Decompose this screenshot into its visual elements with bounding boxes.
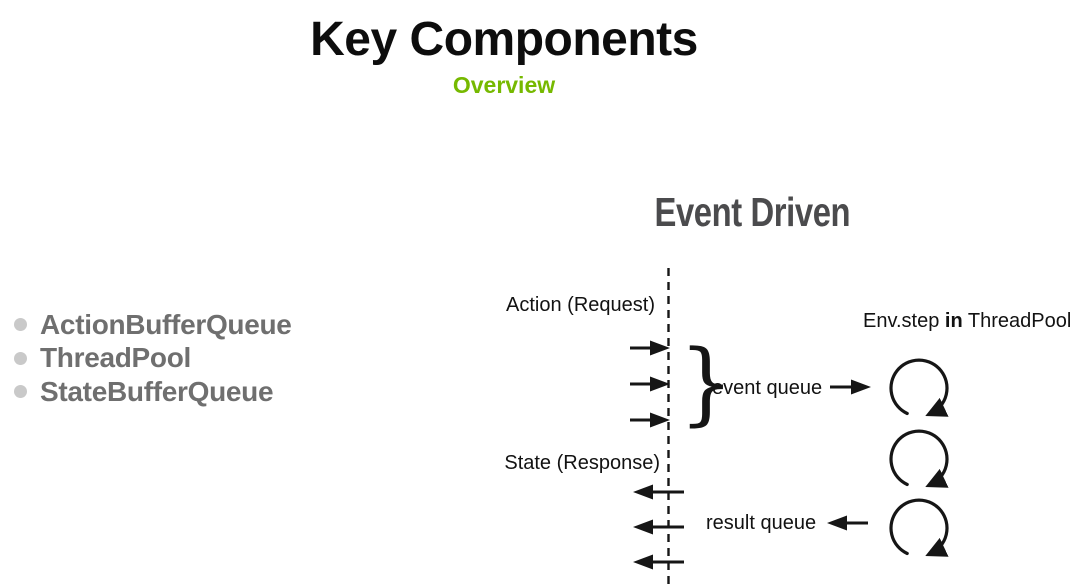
bullet-icon (14, 318, 27, 332)
page-subtitle: Overview (452, 72, 556, 98)
page-title: Key Components (310, 13, 698, 66)
action-arrow-icon (630, 340, 670, 356)
loop-arrow-icon (889, 498, 949, 557)
action-arrow-icon (630, 412, 670, 428)
loop-arrow-icon (889, 429, 949, 488)
bullet-icon (14, 385, 27, 399)
event-queue-arrow-icon (830, 379, 871, 395)
loop-arrow-icon (889, 358, 949, 417)
action-arrow-icon (630, 376, 670, 392)
component-list: ActionBufferQueue ThreadPool StateBuffer… (14, 308, 434, 409)
component-label: ThreadPool (40, 342, 192, 374)
response-arrow-icon (633, 484, 684, 500)
list-item: ActionBufferQueue (14, 308, 434, 342)
env-step-prefix: Env.step (863, 310, 945, 332)
component-label: StateBufferQueue (40, 375, 274, 407)
response-arrow-icon (633, 519, 684, 535)
result-queue-label: result queue (706, 512, 817, 534)
list-item: ThreadPool (14, 342, 434, 376)
header: Key Components Overview (0, 0, 1008, 98)
bullet-icon (14, 351, 27, 365)
state-response-label: State (Response) (504, 452, 660, 474)
env-step-label: Env.step in ThreadPool (863, 309, 1071, 333)
env-step-emphasis: in (944, 310, 963, 332)
component-label: ActionBufferQueue (40, 308, 292, 340)
response-arrow-icon (633, 554, 684, 570)
env-step-suffix: ThreadPool (962, 310, 1072, 332)
list-item: StateBufferQueue (14, 375, 434, 409)
diagram-title: Event Driven (654, 189, 850, 235)
action-request-label: Action (Request) (506, 294, 655, 316)
brace-icon: } (679, 331, 734, 436)
result-queue-arrow-icon (827, 515, 868, 531)
event-queue-label: event queue (712, 377, 823, 399)
